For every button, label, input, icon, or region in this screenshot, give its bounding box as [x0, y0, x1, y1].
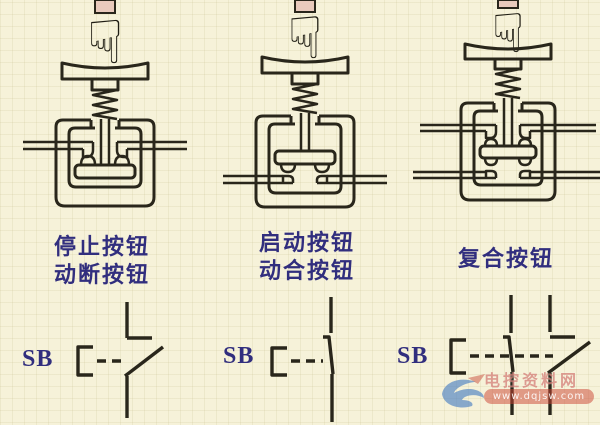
- compound-button-mechanical-diagram: ☟: [413, 0, 600, 202]
- bridge-bump-bottom-right: [517, 157, 533, 167]
- spring: [91, 88, 119, 121]
- contact-bump-right: [313, 163, 331, 174]
- hand-cuff: [497, 0, 519, 9]
- button-stem: [90, 79, 120, 92]
- contact-bridge: [478, 144, 538, 160]
- button-cap: [463, 42, 553, 61]
- actuator-icon: [449, 338, 466, 375]
- no-contact-mover: [323, 335, 335, 375]
- stop-button-label-line1: 停止按钮: [53, 235, 150, 260]
- housing-outer: [459, 101, 557, 202]
- housing-neck: [492, 103, 524, 111]
- button-cap: [60, 61, 150, 81]
- watermark-url: www.dqjsw.com: [484, 389, 594, 404]
- compound-button-schematic-symbol: [449, 295, 592, 415]
- no-terminal-right: [520, 170, 600, 180]
- terminal-right: [117, 140, 187, 151]
- bridge-bump-top-right: [517, 137, 533, 147]
- hand-cuff: [294, 0, 316, 13]
- sb-designator-stop: SB: [22, 346, 54, 372]
- start-button-schematic-symbol: [270, 297, 335, 422]
- pressing-hand-icon: ☟: [492, 2, 525, 65]
- start-button-label-line1: 启动按钮: [258, 231, 355, 256]
- nc-contact-mover: [123, 345, 165, 378]
- stop-button-label-line2: 动断按钮: [53, 263, 150, 288]
- watermark-logo-icon: [442, 374, 485, 408]
- bridge-bump-top-left: [483, 137, 499, 147]
- start-button-label-line2: 动合按钮: [258, 259, 355, 284]
- terminal-left: [23, 140, 93, 151]
- housing-neck: [289, 116, 321, 124]
- housing-outer: [54, 118, 156, 208]
- watermark: 电控资料网 www.dqjsw.com: [438, 360, 600, 422]
- nc-terminal-left: [420, 123, 496, 133]
- hand-cuff: [94, 0, 116, 14]
- bridge-bump-bottom-left: [483, 157, 499, 167]
- actuator-icon: [270, 346, 287, 377]
- nc-fixed-contact-left: [484, 125, 498, 140]
- contact-bridge: [73, 163, 137, 180]
- housing-inner-bracket: [67, 126, 143, 189]
- housing-outer: [254, 114, 356, 209]
- button-stem: [493, 59, 523, 71]
- spring: [291, 82, 319, 115]
- plunger-shaft: [502, 98, 514, 146]
- spring: [494, 67, 522, 100]
- plunger-shaft: [299, 113, 311, 151]
- no-fixed-contact-right: [518, 169, 532, 178]
- actuator-icon: [76, 345, 93, 377]
- contact-bridge: [273, 149, 337, 166]
- button-stem: [290, 73, 320, 86]
- no-terminal-left: [413, 170, 496, 180]
- nc-fixed-contact-right: [518, 125, 532, 140]
- no-fixed-contact-left: [484, 169, 498, 178]
- button-cap: [260, 55, 350, 75]
- stop-button-schematic-symbol: [76, 302, 165, 418]
- housing-inner-bracket: [472, 109, 544, 187]
- housing-inner-bracket: [267, 122, 343, 195]
- watermark-site-name: 电控资料网: [484, 371, 580, 390]
- sb-designator-compound: SB: [397, 343, 429, 369]
- housing-neck: [89, 120, 121, 128]
- plunger-shaft: [99, 119, 111, 164]
- contact-bump-left: [279, 163, 297, 174]
- contact-bump-right: [113, 154, 131, 166]
- fixed-contact-left: [281, 174, 295, 183]
- stop-button-mechanical-diagram: ☟: [23, 0, 187, 208]
- no-contact-mover: [503, 335, 515, 373]
- sb-designator-start: SB: [223, 343, 255, 369]
- terminal-right: [317, 174, 387, 185]
- compound-button-label: 复合按钮: [457, 247, 554, 272]
- terminal-left: [223, 174, 293, 185]
- contact-bump-left: [79, 154, 97, 166]
- nc-contact-mover: [546, 340, 592, 375]
- nc-terminal-right: [520, 123, 596, 133]
- start-button-mechanical-diagram: ☟: [223, 0, 387, 209]
- fixed-contact-right: [315, 174, 329, 183]
